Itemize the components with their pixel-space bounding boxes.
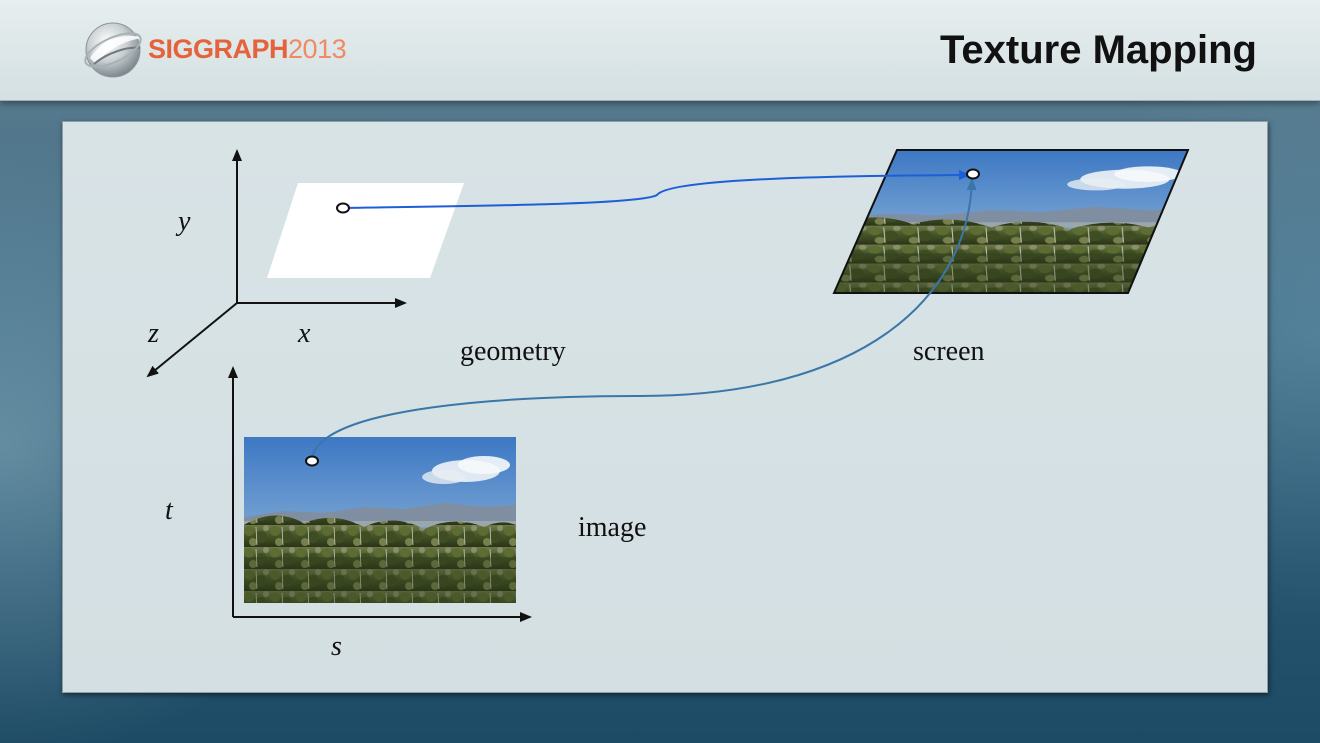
- image-to-screen-arrow: [311, 178, 977, 461]
- logo-text: SIGGRAPH2013: [148, 34, 347, 65]
- texture-image: [244, 437, 516, 603]
- image-label: image: [578, 512, 647, 543]
- z-axis: [146, 302, 238, 378]
- axis-label-s: s: [331, 631, 342, 662]
- axis-label-x: x: [298, 318, 311, 349]
- siggraph-logo: SIGGRAPH2013: [80, 18, 380, 82]
- screen-point: [966, 168, 980, 180]
- geometry-point: [336, 202, 350, 214]
- geometry-axes: [146, 149, 407, 378]
- screen-label: screen: [913, 336, 985, 367]
- geometry-to-screen-arrow: [343, 170, 971, 209]
- slide-header: SIGGRAPH2013 Texture Mapping: [0, 0, 1320, 101]
- axis-label-t: t: [165, 495, 173, 526]
- geometry-plane: [267, 183, 464, 278]
- slide-title: Texture Mapping: [939, 28, 1257, 72]
- screen-quad: [832, 149, 1190, 294]
- axis-label-z: z: [148, 318, 159, 349]
- geometry-label: geometry: [460, 336, 566, 367]
- logo-swirl-icon: [84, 22, 142, 78]
- axis-label-y: y: [178, 206, 191, 237]
- logo-brand: SIGGRAPH: [148, 34, 289, 64]
- logo-year: 2013: [288, 34, 347, 64]
- image-axes: [228, 366, 532, 622]
- image-point: [305, 455, 319, 467]
